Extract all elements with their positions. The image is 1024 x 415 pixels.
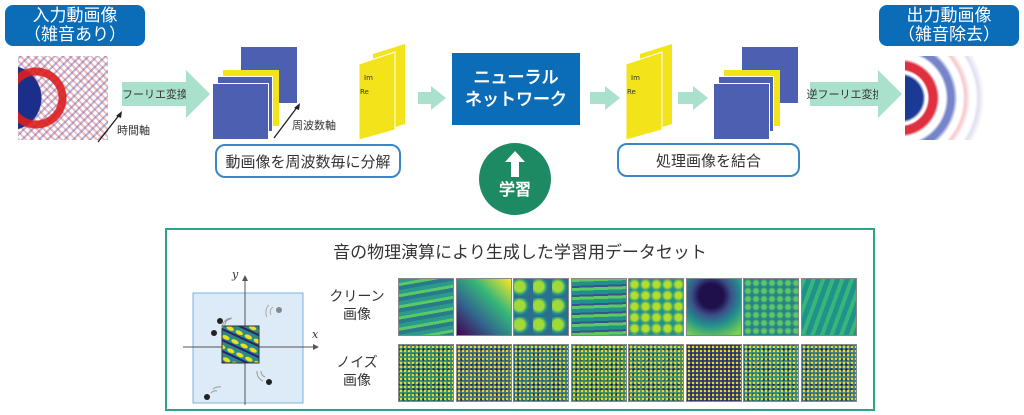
decompose-text: 動画像を周波数毎に分解	[225, 152, 391, 171]
im-label: Im	[631, 74, 640, 82]
clean-image-tile	[743, 278, 799, 336]
clean-image-tile	[800, 278, 857, 336]
y-axis-label: y	[231, 268, 239, 281]
time-axis-arrow	[97, 111, 122, 143]
output-title-line1: 出力動画像	[906, 6, 992, 26]
noise-label-1: ノイズ	[336, 355, 378, 371]
noise-image-tile	[685, 344, 742, 402]
network-line2: ネットワーク	[465, 90, 567, 110]
clean-image-tile	[398, 278, 454, 336]
input-title-line1: 入力動画像	[32, 6, 118, 26]
noise-label-2: 画像	[343, 373, 371, 389]
clean-image-tile	[455, 278, 512, 336]
re-label: Re	[360, 88, 369, 96]
noise-image-tile	[743, 344, 799, 402]
time-axis-label: 時間軸	[117, 124, 150, 137]
noise-image-tile	[628, 344, 684, 402]
arrow-to-network	[418, 86, 446, 110]
fourier-transform-arrow: フーリエ変換	[122, 70, 210, 118]
input-title-line2: （雑音あり）	[24, 25, 126, 45]
re-label: Re	[627, 88, 636, 96]
output-video-label: 出力動画像 （雑音除去）	[879, 5, 1019, 46]
input-noisy-image	[18, 56, 108, 140]
clean-image-tile	[513, 278, 569, 336]
noise-image-tile	[455, 344, 512, 402]
arrow-from-network	[590, 86, 620, 110]
inverse-fourier-arrow: 逆フーリエ変換	[806, 70, 902, 118]
fourier-transform-label: フーリエ変換	[122, 88, 188, 101]
dataset-title: 音の物理演算により生成した学習用データセット	[333, 243, 707, 263]
freq-axis-arrow	[273, 103, 300, 139]
clean-label-1: クリーン	[329, 289, 385, 305]
processed-re-im-slice: Im Re	[625, 44, 672, 141]
up-arrow-icon	[505, 151, 525, 177]
clean-image-tile	[628, 278, 684, 336]
learning-badge: 学習	[479, 143, 551, 215]
learning-label: 学習	[498, 180, 531, 199]
combine-caption: 処理画像を結合	[617, 143, 800, 177]
input-video-label: 入力動画像 （雑音あり）	[5, 5, 145, 46]
noise-image-tile	[398, 344, 454, 402]
simulation-diagram: x y	[183, 268, 319, 405]
noise-images-label: ノイズ 画像	[317, 354, 397, 390]
noise-image-tile	[570, 344, 627, 402]
network-line1: ニューラル	[473, 68, 559, 88]
arrow-to-combine	[678, 86, 708, 110]
neural-network-box: ニューラル ネットワーク	[452, 53, 580, 125]
combine-text: 処理画像を結合	[655, 151, 761, 170]
clean-image-tile	[570, 278, 627, 336]
clean-label-2: 画像	[343, 307, 371, 323]
output-clean-image	[905, 56, 995, 140]
freq-slice	[212, 83, 269, 140]
noise-image-tile	[800, 344, 857, 402]
clean-images-label: クリーン 画像	[317, 288, 397, 324]
dataset-panel: 音の物理演算により生成した学習用データセット x y クリーン 画像 ノイズ 画…	[165, 228, 875, 411]
processed-slice	[713, 83, 770, 140]
decompose-caption: 動画像を周波数毎に分解	[215, 144, 401, 178]
inverse-fourier-label: 逆フーリエ変換	[806, 88, 884, 101]
freq-axis-label: 周波数軸	[292, 119, 336, 132]
x-axis-label: x	[312, 328, 319, 341]
re-im-slice: Im Re	[358, 44, 405, 141]
im-label: Im	[364, 74, 373, 82]
output-title-line2: （雑音除去）	[898, 25, 1000, 45]
clean-image-tile	[685, 278, 742, 336]
noise-image-tile	[513, 344, 569, 402]
